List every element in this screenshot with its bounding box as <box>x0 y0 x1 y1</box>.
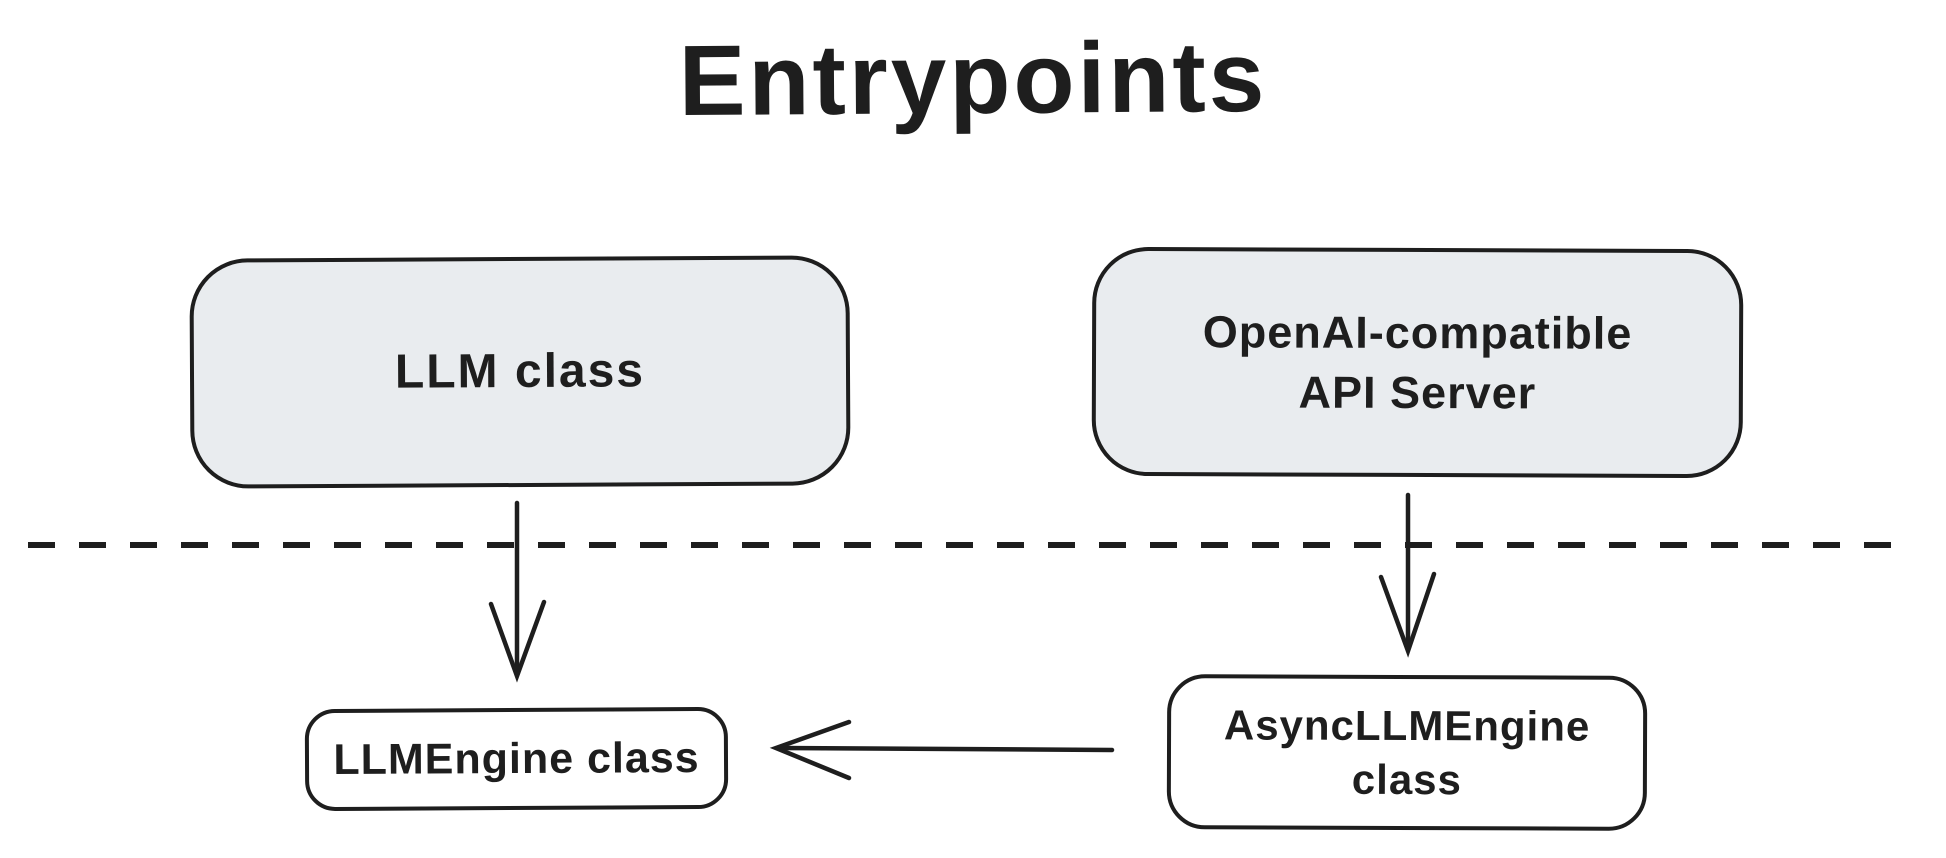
node-llmengine-class-label: LLMEngine class <box>333 733 700 784</box>
node-llm-class: LLM class <box>189 255 851 489</box>
node-asyncllmengine-class-label-line2: class <box>1351 755 1463 803</box>
arrow-llm-to-llmengine <box>488 500 547 683</box>
node-llmengine-class: LLMEngine class <box>304 706 729 812</box>
node-llm-class-label: LLM class <box>394 344 646 399</box>
arrow-apiserver-to-asyncllmengine <box>1378 492 1437 658</box>
node-asyncllmengine-class: AsyncLLMEngine class <box>1166 674 1648 831</box>
diagram-title: Entrypoints <box>678 20 1268 138</box>
node-openai-api-server: OpenAI-compatible API Server <box>1091 246 1744 479</box>
node-openai-api-server-label-line1: OpenAI-compatible <box>1202 306 1633 359</box>
arrow-asyncllmengine-to-llmengine <box>769 719 1115 781</box>
node-asyncllmengine-class-label-line1: AsyncLLMEngine <box>1223 701 1591 750</box>
node-openai-api-server-label-line2: API Server <box>1298 366 1537 418</box>
